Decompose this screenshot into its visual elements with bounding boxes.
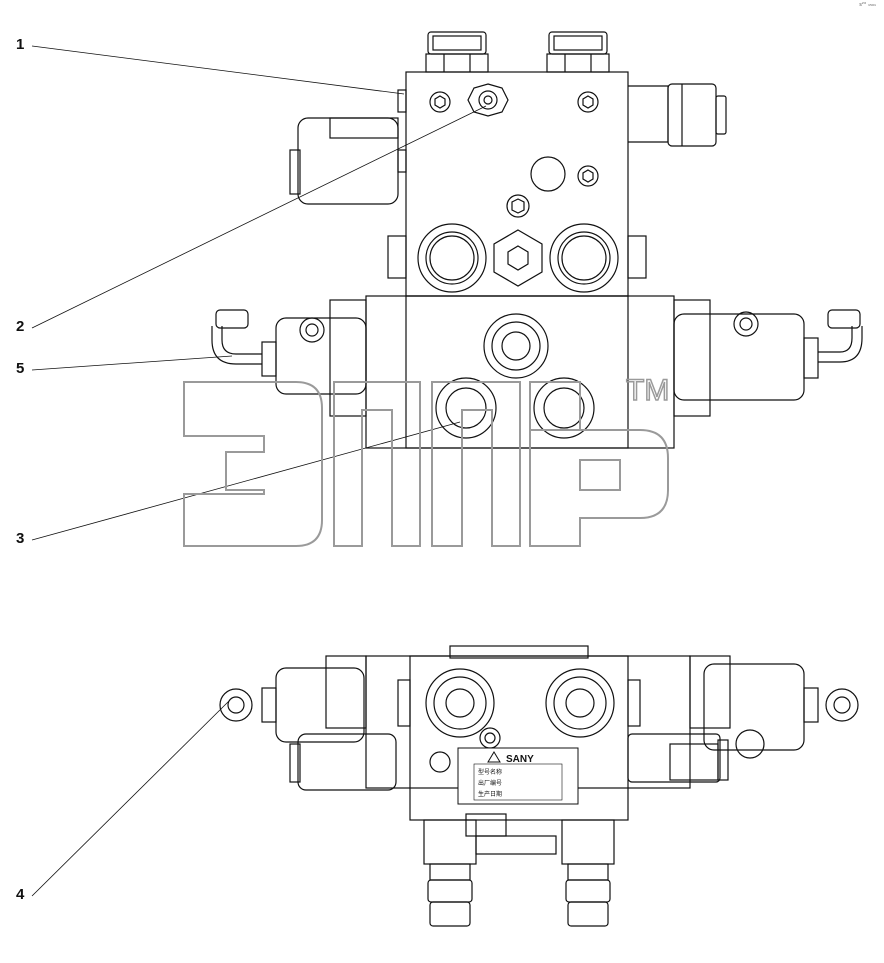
- corner-note: s²° ₁₅₀₁: [859, 2, 876, 8]
- callout-3: 3: [16, 530, 25, 547]
- test-port: [467, 83, 509, 117]
- leader-lines: [31, 45, 487, 897]
- watermark-logo: TM: [183, 373, 670, 547]
- solenoid-right-front: [627, 733, 729, 783]
- solenoid-left-front: [289, 733, 397, 791]
- cartridge-right: [673, 299, 863, 417]
- valve-front-view: [219, 645, 859, 927]
- valve-top-view: [211, 31, 863, 449]
- cartridge-left: [211, 299, 367, 417]
- top-fitting-right: [546, 31, 610, 73]
- nameplate-row2: 出厂编号: [478, 779, 502, 787]
- body-bolts: [429, 91, 599, 218]
- plug: [530, 156, 566, 192]
- callout-4: 4: [16, 886, 25, 903]
- cartridge-right-front: [703, 663, 859, 759]
- solenoid-right-top: [628, 83, 727, 147]
- callout-5: 5: [16, 360, 25, 377]
- callout-1: 1: [16, 36, 25, 53]
- cartridge-left-front: [219, 667, 365, 743]
- callout-2: 2: [16, 318, 25, 335]
- nameplate-brand: SANY: [506, 754, 534, 765]
- bottom-fittings: [423, 813, 615, 927]
- nameplate-row1: 型号名称: [478, 768, 502, 776]
- nameplate-row3: 生产日期: [478, 790, 502, 798]
- watermark-tm: TM: [626, 374, 669, 407]
- port-row: [387, 223, 647, 293]
- nameplate: SANY 型号名称 出厂编号 生产日期: [457, 747, 579, 805]
- solenoid-left-top: [289, 117, 399, 205]
- top-fitting-left: [425, 31, 489, 73]
